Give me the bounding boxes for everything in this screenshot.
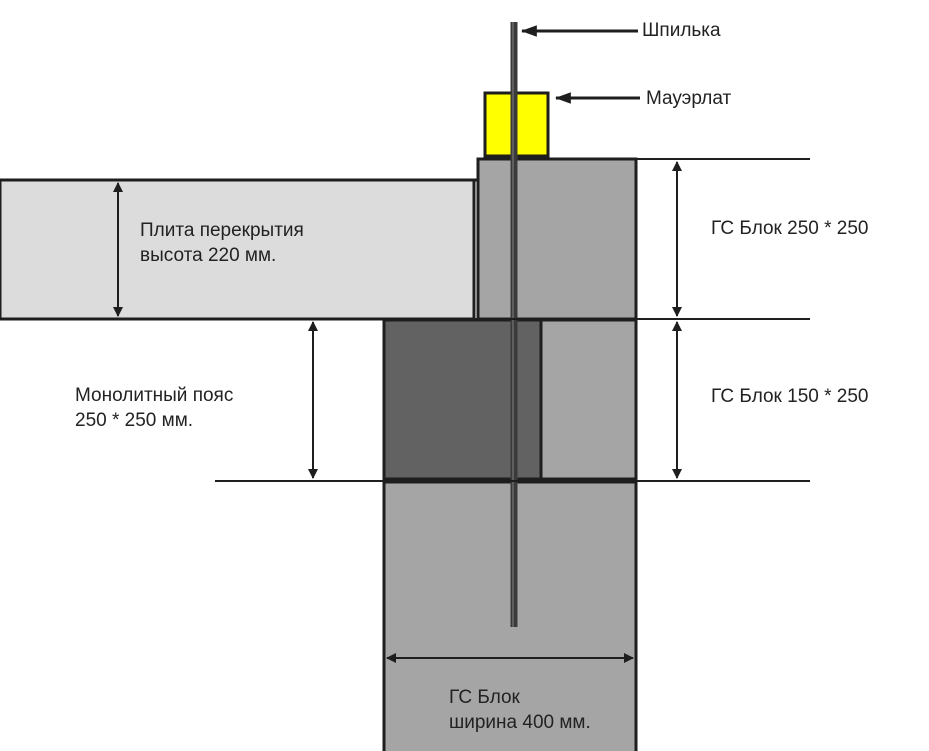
block-bottom bbox=[382, 480, 638, 751]
label-block-mid: ГС Блок 150 * 250 bbox=[711, 386, 869, 407]
label-monolith-line-2: 250 * 250 мм. bbox=[75, 410, 194, 431]
label-slab: Плита перекрытия высота 220 мм. bbox=[140, 218, 304, 268]
label-block-bottom-line-1: ГС Блок bbox=[449, 687, 520, 708]
label-block-top: ГС Блок 250 * 250 bbox=[711, 218, 869, 239]
block-middle bbox=[539, 318, 638, 481]
label-slab-line-1: Плита перекрытия bbox=[140, 220, 304, 241]
label-slab-line-2: высота 220 мм. bbox=[140, 245, 277, 266]
label-monolith-line-1: Монолитный пояс bbox=[75, 385, 234, 406]
label-stud: Шпилька bbox=[642, 20, 721, 41]
label-mauerlat: Мауэрлат bbox=[646, 88, 732, 109]
label-block-bottom-line-2: ширина 400 мм. bbox=[449, 712, 591, 733]
label-monolith-belt: Монолитный пояс 250 * 250 мм. bbox=[75, 383, 233, 433]
label-block-bottom: ГС Блок ширина 400 мм. bbox=[449, 685, 591, 735]
block-top bbox=[476, 157, 638, 321]
